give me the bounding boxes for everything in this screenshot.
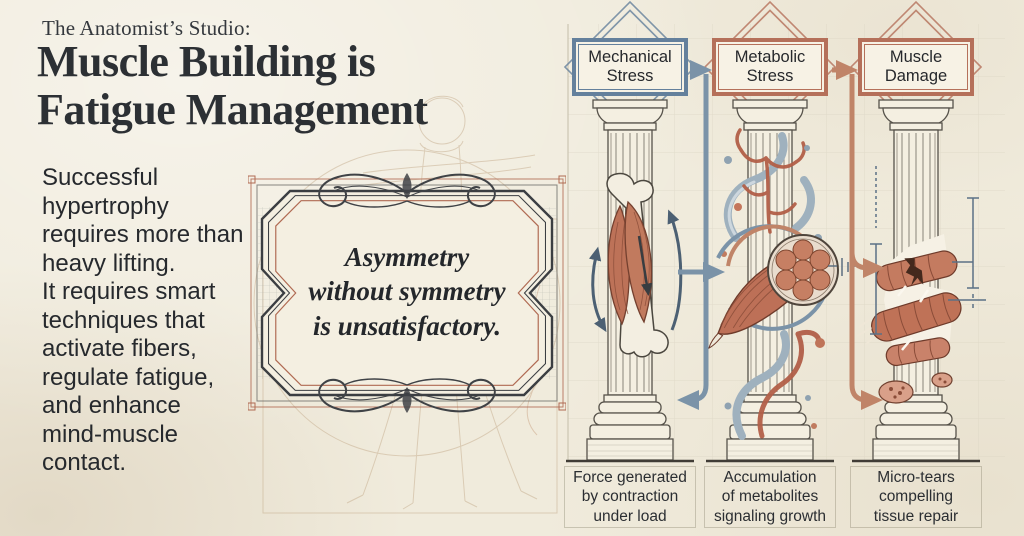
arrow-into-microtears: [849, 251, 885, 278]
stage-label: Mechanical Stress: [588, 47, 672, 85]
stage-box-metabolic-stress: Metabolic Stress: [712, 38, 828, 96]
hypertrophy-diagram: [563, 0, 1005, 463]
caption-damage: Micro-tears compelling tissue repair: [850, 466, 982, 528]
arrow-feedback-salmon: [849, 74, 883, 410]
muscle-bone-illustration: [588, 172, 683, 358]
intro-paragraph: Successful hypertrophy requires more tha…: [42, 164, 244, 477]
measurement-marks: [870, 166, 986, 335]
flow-arrows: [677, 60, 885, 410]
caption-metabolic: Accumulation of metabolites signaling gr…: [704, 466, 836, 528]
contraction-arrow-icon: [637, 235, 653, 296]
frame-main-border: [260, 189, 554, 397]
stage-box-mechanical-stress: Mechanical Stress: [572, 38, 688, 96]
stretch-arrow-left-icon: [588, 246, 607, 333]
stage-box-muscle-damage: Muscle Damage: [858, 38, 974, 96]
page-title: Muscle Building is Fatigue Management: [37, 37, 428, 134]
fascicle-circles: [775, 239, 831, 301]
measure-glyph-icon: [828, 258, 859, 276]
quote-text: Asymmetry without symmetry is unsatisfac…: [308, 242, 506, 341]
stage-label: Metabolic Stress: [734, 47, 806, 85]
arrow-feedback-blue: [677, 74, 709, 410]
stage-label: Muscle Damage: [884, 47, 948, 85]
kicker: The Anatomist’s Studio:: [42, 16, 251, 40]
caption-mechanical: Force generated by contraction under loa…: [564, 466, 696, 528]
ornamental-frame: [248, 170, 566, 416]
muscle-cross-section-illustration: [707, 128, 859, 440]
